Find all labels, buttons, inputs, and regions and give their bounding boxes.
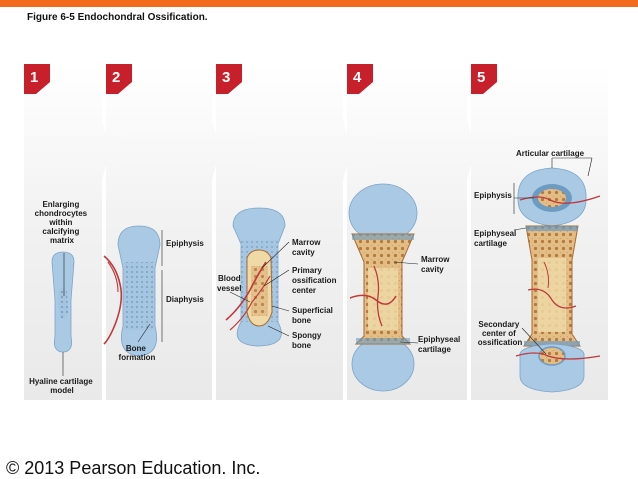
svg-text:1: 1	[30, 69, 38, 86]
label-articular-cartilage: Articular cartilage	[516, 149, 585, 158]
copyright-notice: © 2013 Pearson Education. Inc.	[6, 458, 260, 479]
svg-text:4: 4	[353, 69, 362, 86]
label-secondary-ossification-center: Secondary center of ossification	[478, 320, 523, 347]
label-epiphysis-2: Epiphysis	[166, 239, 204, 248]
label-diaphysis: Diaphysis	[166, 295, 204, 304]
svg-text:3: 3	[222, 69, 230, 86]
label-blood-vessel: Blood vessel	[217, 274, 243, 293]
label-epiphysis-5: Epiphysis	[474, 191, 512, 200]
svg-text:5: 5	[477, 69, 485, 86]
svg-text:2: 2	[112, 69, 120, 86]
